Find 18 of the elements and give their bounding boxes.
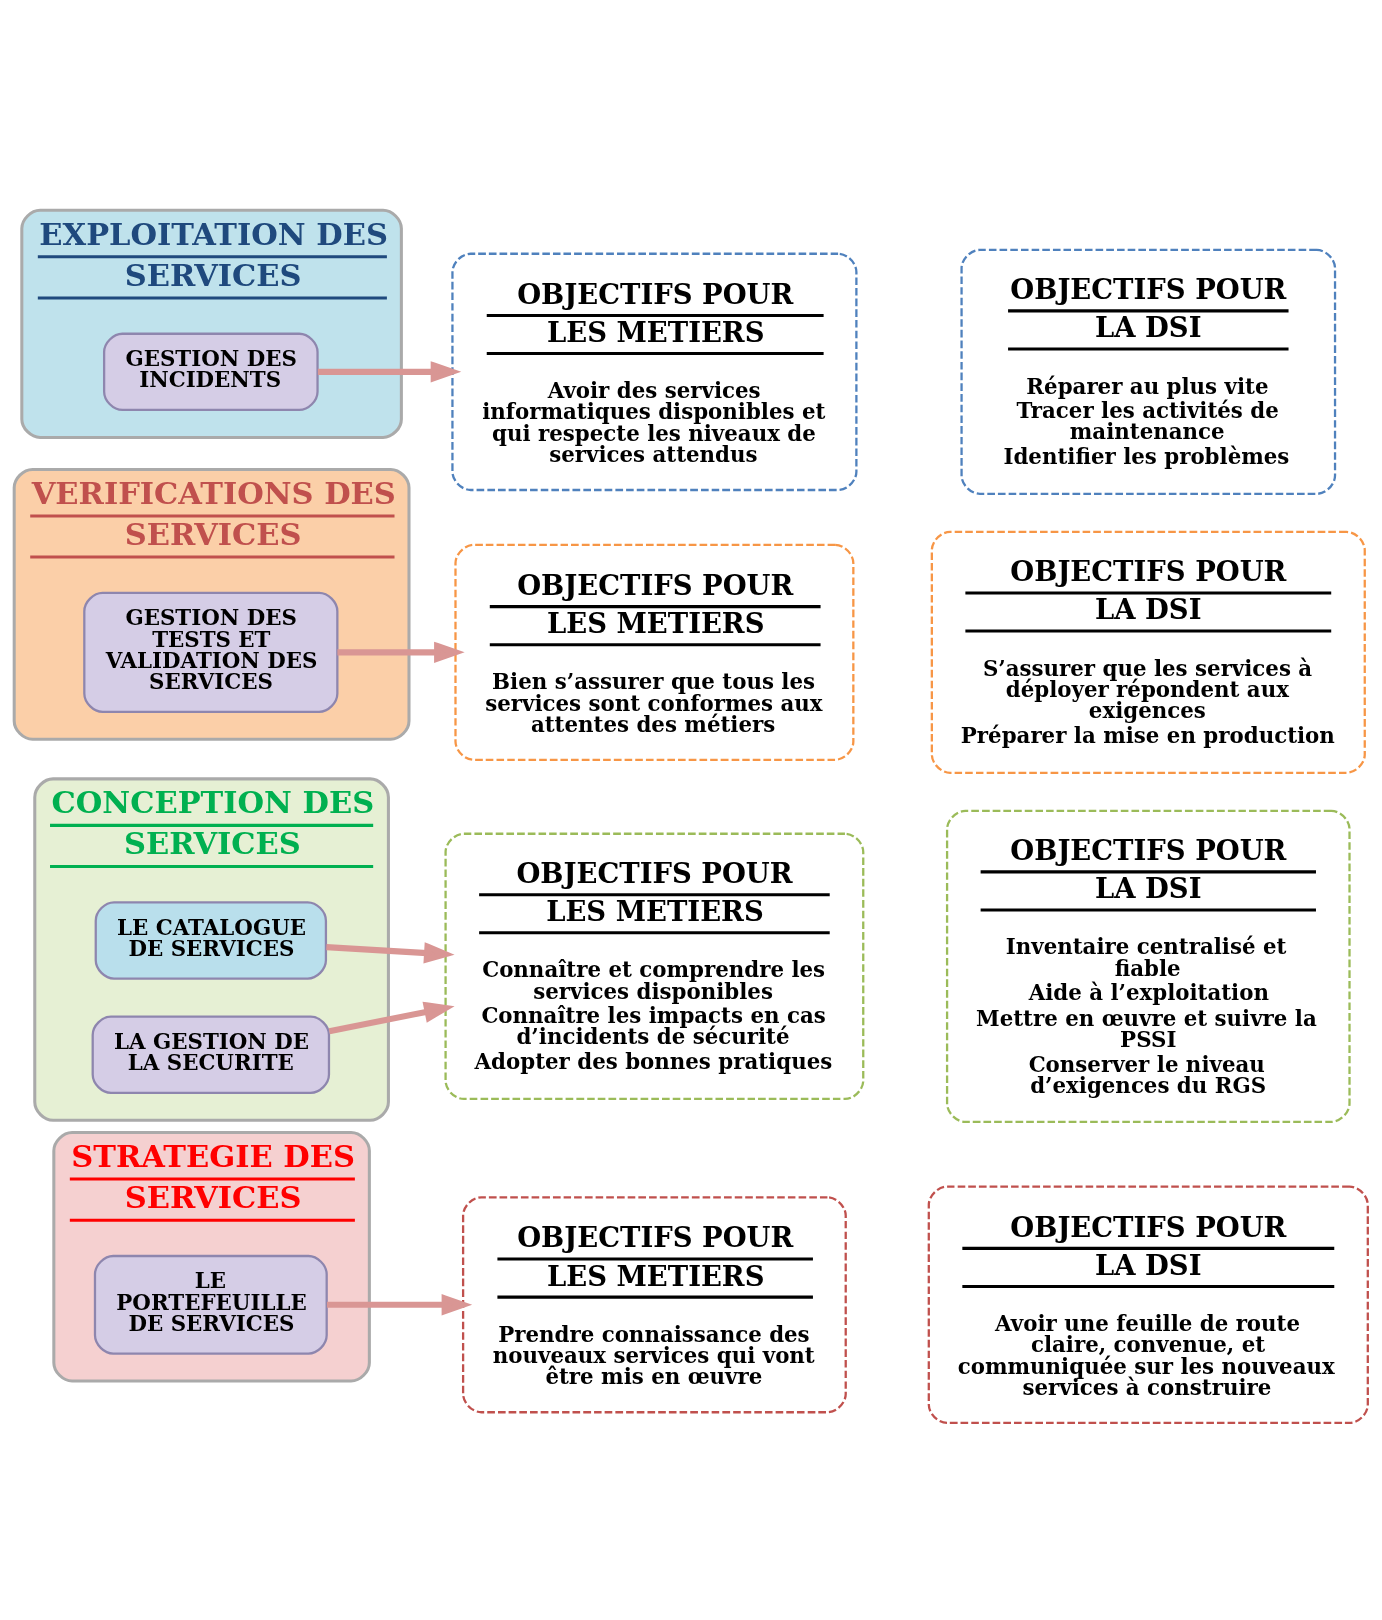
node-box: OBJECTIFS POUR LA DSI S’assurer que les services à déployer répondent aux exigences Préparer la mise en production xyxy=(930,530,1366,774)
arrow xyxy=(317,360,462,383)
node-box: GESTION DES INCIDENTS xyxy=(103,332,319,411)
node-box: OBJECTIFS POUR LES METIERS Prendre connaissance des nouveaux services qui vont être mis en œuvre xyxy=(461,1195,847,1413)
node-box: LE CATALOGUE DE SERVICES xyxy=(94,900,328,980)
arrow xyxy=(337,641,465,663)
node-box: OBJECTIFS POUR LES METIERS Bien s’assurer que tous les services sont conformes aux attentes des métiers xyxy=(454,543,855,761)
node-box: OBJECTIFS POUR LA DSI Réparer au plus vite Tracer les activités de maintenance Identifier les problèmes xyxy=(960,248,1337,495)
node-box: GESTION DES TESTS ET VALIDATION DES SERVICES xyxy=(83,591,339,713)
arrow xyxy=(326,941,455,964)
node-box: LA GESTION DE LA SECURITE xyxy=(91,1015,331,1094)
node-box: OBJECTIFS POUR LA DSI Avoir une feuille de route claire, convenue, et communiquée sur les nouveaux services à construire xyxy=(927,1185,1369,1424)
node-box: OBJECTIFS POUR LA DSI Inventaire centralisé et fiable Aide à l’exploitation Mettre en œuvre et suivre la PSSI Conserver le niveau d’exigences du RGS xyxy=(945,809,1351,1123)
node-box: OBJECTIFS POUR LES METIERS Avoir des services informatiques disponibles et qui respecte les niveaux de services attendus xyxy=(451,252,858,491)
node-box: LE PORTEFEUILLE DE SERVICES xyxy=(93,1254,328,1355)
node-box: OBJECTIFS POUR LES METIERS Connaître et comprendre les services disponibles Connaître les impacts en cas d’incidents de sécurité Adopter des bonnes pratiques xyxy=(444,832,865,1100)
arrow xyxy=(326,1293,473,1315)
arrow xyxy=(328,1001,455,1034)
